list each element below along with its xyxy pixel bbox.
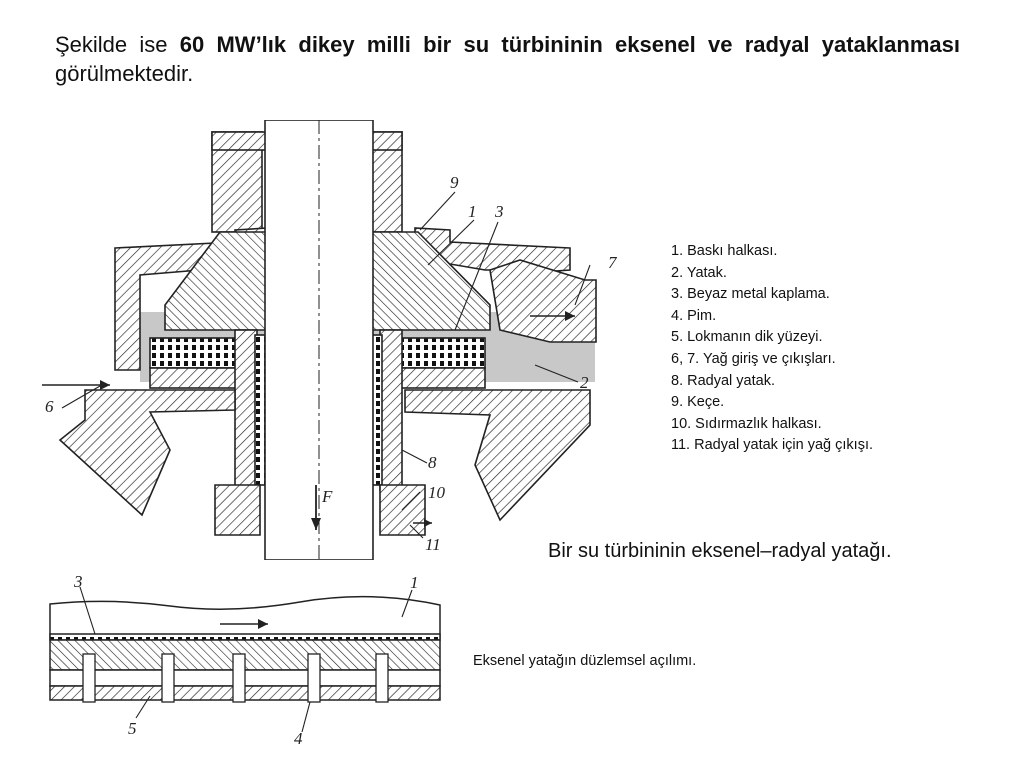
legend-item: 10. Sıdırmazlık halkası. xyxy=(671,415,822,432)
legend-item: 5. Lokmanın dik yüzeyi. xyxy=(671,329,823,346)
intro-bold: 60 MW’lık dikey milli bir su türbininin … xyxy=(179,32,960,57)
label-6: 6 xyxy=(45,397,54,416)
label-9: 9 xyxy=(450,173,459,192)
development-caption: Eksenel yatağın düzlemsel açılımı. xyxy=(473,653,697,669)
label-7: 7 xyxy=(608,253,618,272)
legend-item: 9. Keçe. xyxy=(671,394,725,411)
flat-label-3: 3 xyxy=(73,572,83,591)
figure-caption: Bir su türbininin eksenel–radyal yatağı. xyxy=(548,540,892,562)
legend-item: 3. Beyaz metal kaplama. xyxy=(671,286,830,303)
flat-label-1: 1 xyxy=(410,573,419,592)
intro-prefix: Şekilde ise xyxy=(55,32,180,57)
legend-item: 4. Pim. xyxy=(671,307,717,324)
label-2: 2 xyxy=(580,373,589,392)
intro-suffix: görülmektedir. xyxy=(55,61,194,86)
axial-bearing-development-diagram: 3 1 5 4 xyxy=(49,572,441,748)
parts-legend: 1. Baskı halkası. 2. Yatak. 3. Beyaz met… xyxy=(671,241,873,457)
label-3: 3 xyxy=(494,202,504,221)
flat-label-4: 4 xyxy=(294,729,303,748)
intro-text: Şekilde ise 60 MW’lık dikey milli bir su… xyxy=(55,30,960,88)
label-11: 11 xyxy=(425,535,441,554)
legend-item: 1. Baskı halkası. xyxy=(671,243,778,259)
legend-item: 11. Radyal yatak için yağ çıkışı. xyxy=(671,437,874,454)
label-force: F xyxy=(321,487,333,506)
legend-item: 6, 7. Yağ giriş ve çıkışları. xyxy=(671,350,836,367)
label-1: 1 xyxy=(468,202,477,221)
legend-item: 2. Yatak. xyxy=(671,264,727,281)
label-8: 8 xyxy=(428,453,437,472)
bearing-cross-section-diagram: 9 1 3 7 2 6 8 10 11 F xyxy=(42,120,618,560)
legend-item: 8. Radyal yatak. xyxy=(671,372,775,389)
flat-label-5: 5 xyxy=(128,719,137,738)
label-10: 10 xyxy=(428,483,446,502)
